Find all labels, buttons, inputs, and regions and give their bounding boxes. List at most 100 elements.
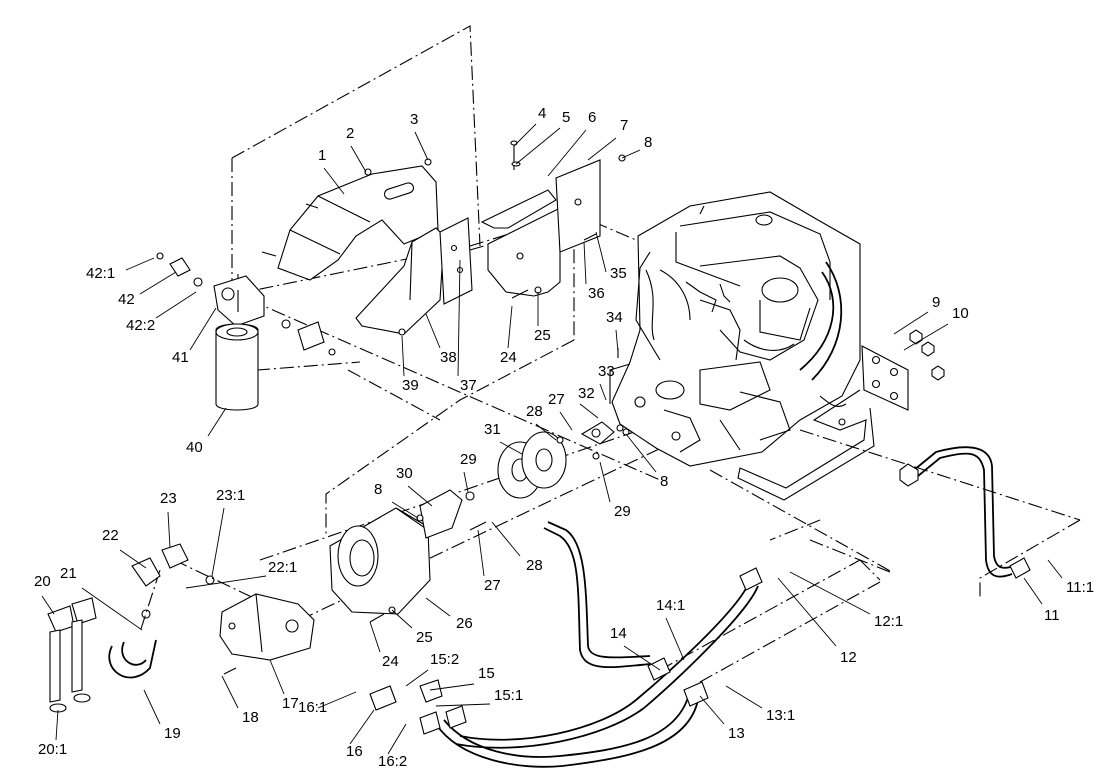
callout-label-17: 17 <box>282 695 299 712</box>
leader-line-8 <box>391 501 419 519</box>
leader-line-24 <box>507 305 513 349</box>
callout-label-36: 36 <box>588 285 605 302</box>
leader-line-6 <box>547 129 587 177</box>
leader-line-29 <box>463 471 469 493</box>
leader-line-37 <box>457 259 461 377</box>
leader-line-33 <box>599 383 607 401</box>
callout-label-38: 38 <box>440 349 457 366</box>
shroud-parts <box>277 159 601 335</box>
callout-label-1: 1 <box>318 147 326 164</box>
leader-line-12-1 <box>789 571 871 615</box>
leader-line-42-1 <box>125 257 155 271</box>
callout-label-15-1: 15:1 <box>494 687 523 704</box>
leader-line-23-1 <box>211 507 225 577</box>
callout-label-12-1: 12:1 <box>874 613 903 630</box>
leader-line-19 <box>143 689 161 725</box>
callout-label-35: 35 <box>610 265 627 282</box>
callout-label-42-2: 42:2 <box>126 317 155 334</box>
callout-label-4: 4 <box>538 105 546 122</box>
callout-label-25: 25 <box>416 629 433 646</box>
callout-label-13: 13 <box>728 725 745 742</box>
callout-label-11-1: 11:1 <box>1066 579 1094 596</box>
callout-label-18: 18 <box>242 709 259 726</box>
callout-label-15: 15 <box>478 665 495 682</box>
leader-line-22 <box>119 549 147 569</box>
leader-line-20 <box>41 595 55 615</box>
callout-label-42: 42 <box>118 291 135 308</box>
leader-line-15-1 <box>435 703 491 707</box>
leader-line-13 <box>699 695 725 725</box>
leader-line-27 <box>559 411 573 431</box>
callout-label-28: 28 <box>526 557 543 574</box>
leader-line-26 <box>425 597 451 617</box>
callout-label-16-1: 16:1 <box>298 699 327 716</box>
leader-line-12 <box>777 577 837 647</box>
leader-line-34 <box>615 329 619 353</box>
callout-label-8: 8 <box>374 481 382 498</box>
leader-line-24 <box>369 621 381 653</box>
leader-line-36 <box>583 241 587 285</box>
callout-label-22-1: 22:1 <box>268 559 297 576</box>
leader-line-28 <box>535 423 557 441</box>
leader-line-14-1 <box>665 617 685 661</box>
callout-label-5: 5 <box>562 109 570 126</box>
leader-line-20-1 <box>55 709 59 741</box>
callout-label-3: 3 <box>410 111 418 128</box>
callout-label-10: 10 <box>952 305 969 322</box>
leader-line-22-1 <box>185 575 267 589</box>
callout-label-6: 6 <box>588 109 596 126</box>
leader-line-32 <box>579 403 599 419</box>
leader-line-27 <box>477 529 485 577</box>
leader-line-10 <box>903 323 949 351</box>
callout-label-16: 16 <box>346 743 363 760</box>
callout-label-22: 22 <box>102 527 119 544</box>
callout-label-27: 27 <box>548 391 565 408</box>
callout-label-27: 27 <box>484 577 501 594</box>
leader-line-35 <box>595 231 607 273</box>
leader-line-15-2 <box>405 669 429 687</box>
leader-line-40 <box>207 407 227 437</box>
callout-label-23: 23 <box>160 490 177 507</box>
callout-label-29: 29 <box>460 451 477 468</box>
callout-label-33: 33 <box>598 363 615 380</box>
callout-label-14-1: 14:1 <box>656 597 685 614</box>
leader-line-14 <box>623 645 661 671</box>
leader-line-28 <box>491 521 521 557</box>
callout-label-23-1: 23:1 <box>216 487 245 504</box>
callout-label-26: 26 <box>456 615 473 632</box>
leader-line-29 <box>599 461 611 503</box>
callout-label-2: 2 <box>346 125 354 142</box>
callout-label-40: 40 <box>186 439 203 456</box>
leader-line-4 <box>513 123 537 147</box>
leader-line-16-1 <box>317 691 357 709</box>
leader-line-3 <box>414 131 429 161</box>
callout-leaders <box>41 123 1063 755</box>
callout-label-41: 41 <box>172 349 189 366</box>
callout-label-13-1: 13:1 <box>766 707 795 724</box>
fasteners <box>223 140 630 675</box>
callout-label-37: 37 <box>460 377 477 394</box>
callout-label-9: 9 <box>932 294 940 311</box>
leader-line-1 <box>323 167 345 195</box>
leader-line-13-1 <box>725 685 763 709</box>
callout-label-15-2: 15:2 <box>430 651 459 668</box>
engine-bracket <box>737 329 945 501</box>
callout-label-20: 20 <box>34 573 51 590</box>
leader-line-18 <box>221 675 239 709</box>
callout-label-34: 34 <box>606 309 623 326</box>
leader-line-23 <box>167 511 171 549</box>
coupling-parts <box>329 421 624 615</box>
leader-line-31 <box>499 441 523 455</box>
leader-line-11 <box>1023 577 1043 605</box>
leader-line-21 <box>81 587 143 631</box>
leader-line-9 <box>893 311 929 335</box>
leader-line-2 <box>350 145 367 173</box>
callout-label-30: 30 <box>396 465 413 482</box>
leader-line-42 <box>139 271 177 295</box>
callout-label-42-1: 42:1 <box>86 265 115 282</box>
callout-label-31: 31 <box>484 421 501 438</box>
filter-assembly <box>156 252 336 411</box>
